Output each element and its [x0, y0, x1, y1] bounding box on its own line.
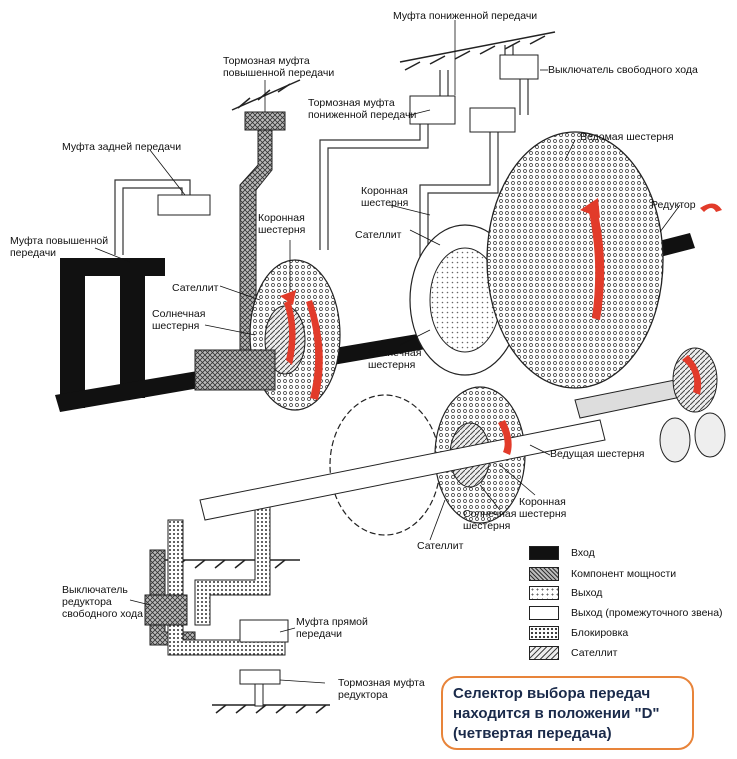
legend-label: Выход [571, 587, 603, 599]
label-sun-gear-front: Солнечная шестерня [152, 308, 206, 332]
driven-gear [486, 131, 664, 389]
label-overdrive-clutch: Муфта повышенной передачи [10, 235, 109, 259]
legend-label: Блокировка [571, 627, 629, 639]
label-one-way-clutch: Выключатель свободного хода [548, 64, 698, 76]
label-low-brake: Тормозная муфта пониженной передачи [308, 97, 417, 121]
leader-lines [94, 20, 681, 684]
housing-mounts [150, 31, 556, 714]
legend-swatch [529, 546, 559, 560]
label-ring-gear-front: Коронная шестерня [258, 212, 306, 236]
legend-swatch [529, 606, 559, 620]
output-gear-1 [659, 417, 691, 463]
label-direct-clutch: Муфта прямой передачи [296, 616, 368, 640]
label-reducer: Редуктор [651, 199, 696, 211]
rotation-arrows [280, 198, 722, 455]
label-ring-gear-middle: Коронная шестерня [361, 185, 409, 209]
callout-text: Селектор выбора передач находится в поло… [453, 685, 660, 742]
legend-swatch [529, 646, 559, 660]
direct-clutch-linkage [194, 499, 271, 626]
clutch-blocks [144, 54, 539, 707]
lower-shaft [199, 419, 606, 521]
legend-swatch [529, 567, 559, 581]
legend-label: Вход [571, 547, 595, 559]
front-hub [194, 349, 276, 391]
gear-selector-callout: Селектор выбора передач находится в поло… [441, 676, 694, 750]
label-driven-gear: Ведомая шестерня [580, 131, 674, 143]
label-low-clutch: Муфта пониженной передачи [393, 10, 538, 22]
legend-swatch [529, 626, 559, 640]
label-planet-front: Сателлит [172, 282, 219, 294]
legend-swatch [529, 586, 559, 600]
legend-label: Компонент мощности [571, 568, 677, 580]
output-gear-2 [694, 412, 726, 458]
label-reducer-one-way: Выключатель редуктора свободного хода [62, 584, 144, 620]
label-sun-gear-lower: Солнечная шестерня [463, 508, 517, 532]
label-planet-lower: Сателлит [417, 540, 464, 552]
legend-label: Выход (промежуточного звена) [571, 607, 723, 619]
label-ring-gear-lower: Коронная шестерня [519, 496, 567, 520]
label-reducer-brake: Тормозная муфта редуктора [338, 677, 425, 701]
legend-label: Сателлит [571, 647, 618, 659]
label-drive-gear: Ведущая шестерня [550, 448, 645, 460]
label-overdrive-brake: Тормозная муфта повышенной передачи [223, 55, 335, 79]
label-sun-gear-middle: Солнечная шестерня [368, 347, 422, 371]
label-reverse-clutch: Муфта задней передачи [62, 141, 182, 153]
label-planet-middle: Сателлит [355, 229, 402, 241]
